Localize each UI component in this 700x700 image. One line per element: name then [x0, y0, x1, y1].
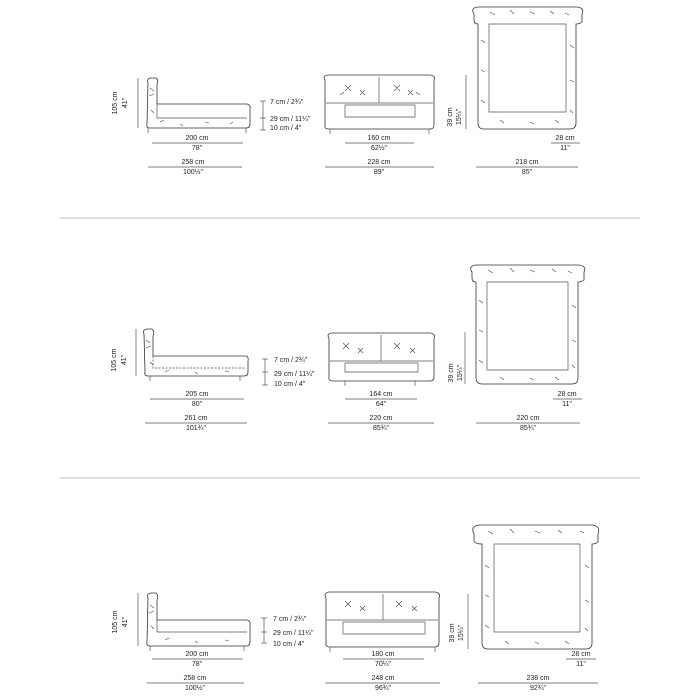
- height-in-label: 41": [121, 354, 128, 365]
- overall-width-label: 248 cm: [372, 675, 395, 682]
- depth-in-label: 15¼": [457, 364, 464, 381]
- depth-in-label: 15¼": [456, 108, 463, 125]
- thickness-mid-label: 29 cm / 11¼": [273, 630, 314, 637]
- thickness-top-label: 7 cm / 2¾": [270, 99, 304, 106]
- thickness-top-label: 7 cm / 2¾": [274, 357, 308, 364]
- thickness-top-label: 7 cm / 2¾": [273, 616, 307, 623]
- rail-width-label: 28 cm: [557, 391, 576, 398]
- front-view: 180 cm 70¼" 248 cm 96¾": [324, 591, 440, 692]
- inner-width-in-label: 70¼": [375, 661, 392, 668]
- top-view: 39 cm 15¼" 28 cm 11" 218 cm 85": [447, 6, 584, 176]
- mattress-length-label: 205 cm: [186, 391, 209, 398]
- rail-width-label: 28 cm: [571, 651, 590, 658]
- side-view: 105 cm 41" 7 cm / 2¾" 29 cm / 11¼" 10 cm…: [112, 77, 311, 176]
- depth-label: 39 cm: [448, 363, 455, 382]
- rail-width-label: 28 cm: [555, 135, 574, 142]
- top-view: 39 cm 15¼" 28 cm 11" 238 cm 92¾": [449, 524, 600, 692]
- inner-width-label: 160 cm: [368, 135, 391, 142]
- mattress-length-in-label: 78": [192, 145, 203, 152]
- height-label: 105 cm: [111, 348, 118, 371]
- top-view: 39 cm 15¼" 28 cm 11" 220 cm 85¾": [448, 264, 586, 432]
- inner-width-label: 180 cm: [372, 651, 395, 658]
- mattress-length-label: 200 cm: [186, 651, 209, 658]
- height-label: 105 cm: [112, 91, 119, 114]
- side-view: 105 cm 41" 7 cm / 2¾" 29 cm / 11¼" 10 cm…: [112, 592, 314, 692]
- overall-width-label: 220 cm: [517, 415, 540, 422]
- depth-label: 39 cm: [447, 107, 454, 126]
- section-2: 105 cm 41" 7 cm / 2¾" 29 cm / 11¼" 10 cm…: [111, 264, 586, 432]
- inner-width-in-label: 62½": [371, 144, 388, 152]
- height-label: 105 cm: [112, 610, 119, 633]
- rail-width-in-label: 11": [562, 401, 572, 408]
- overall-width-in-label: 85¾": [373, 425, 390, 432]
- inner-width-label: 164 cm: [370, 391, 393, 398]
- front-view: 160 cm 62½" 228 cm 89": [323, 74, 435, 176]
- overall-width-in-label: 92¾": [530, 685, 547, 692]
- mattress-length-in-label: 78": [192, 661, 203, 668]
- overall-width-in-label: 85": [522, 169, 533, 176]
- overall-width-in-label: 85¾": [520, 425, 537, 432]
- thickness-bot-label: 10 cm / 4": [273, 641, 305, 648]
- overall-length-in-label: 100½": [185, 684, 206, 692]
- height-in-label: 41": [122, 616, 129, 627]
- overall-length-in-label: 100½": [183, 168, 204, 176]
- overall-width-label: 218 cm: [516, 159, 539, 166]
- overall-length-label: 258 cm: [184, 675, 207, 682]
- overall-width-in-label: 96¾": [375, 685, 392, 692]
- overall-width-label: 228 cm: [368, 159, 391, 166]
- inner-width-in-label: 64": [376, 401, 387, 408]
- rail-width-in-label: 11": [560, 145, 570, 152]
- overall-width-label: 220 cm: [370, 415, 393, 422]
- front-view: 164 cm 64" 220 cm 85¾": [327, 332, 435, 432]
- section-1: 105 cm 41" 7 cm / 2¾" 29 cm / 11¼" 10 cm…: [112, 6, 584, 176]
- overall-length-label: 258 cm: [182, 159, 205, 166]
- section-3: 105 cm 41" 7 cm / 2¾" 29 cm / 11¼" 10 cm…: [112, 524, 600, 692]
- depth-label: 39 cm: [449, 623, 456, 642]
- overall-width-label: 238 cm: [527, 675, 550, 682]
- depth-in-label: 15¼": [458, 624, 465, 641]
- height-in-label: 41": [122, 97, 129, 108]
- mattress-length-in-label: 80": [192, 401, 203, 408]
- mattress-length-label: 200 cm: [186, 135, 209, 142]
- thickness-bot-label: 10 cm / 4": [270, 125, 302, 132]
- thickness-mid-label: 29 cm / 11¼": [274, 371, 315, 378]
- rail-width-in-label: 11": [576, 661, 586, 668]
- thickness-bot-label: 10 cm / 4": [274, 381, 306, 388]
- overall-length-label: 261 cm: [185, 415, 208, 422]
- thickness-mid-label: 29 cm / 11¼": [270, 116, 311, 123]
- overall-width-in-label: 89": [374, 169, 385, 176]
- overall-length-in-label: 101¾": [186, 425, 207, 432]
- side-view: 105 cm 41" 7 cm / 2¾" 29 cm / 11¼" 10 cm…: [111, 328, 315, 432]
